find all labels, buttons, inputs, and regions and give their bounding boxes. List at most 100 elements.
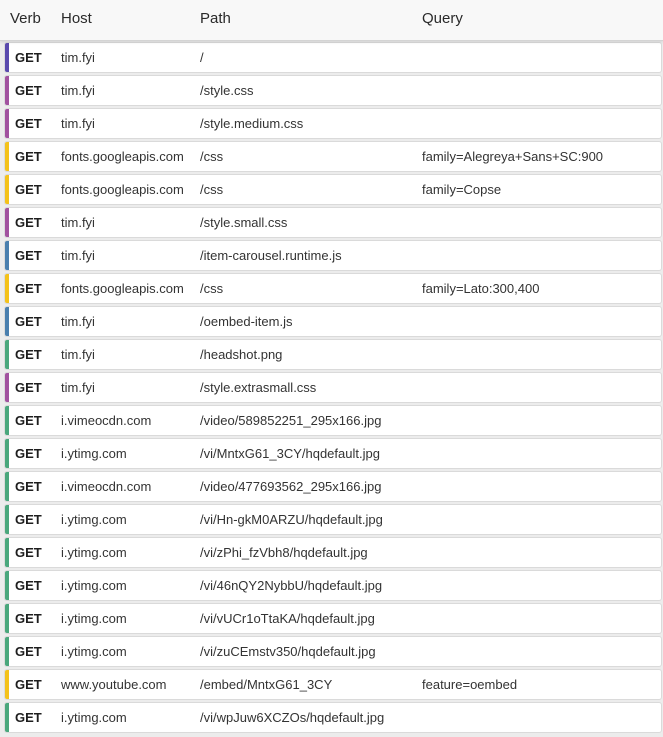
host-cell: i.ytimg.com xyxy=(61,446,127,461)
host-cell: tim.fyi xyxy=(61,248,95,263)
table-row[interactable]: GET tim.fyi/style.medium.css xyxy=(5,109,661,138)
host-cell: www.youtube.com xyxy=(61,677,167,692)
resource-type-indicator xyxy=(5,142,9,171)
verb-cell: GET xyxy=(15,149,42,164)
column-header-path[interactable]: Path xyxy=(200,10,231,27)
resource-type-indicator xyxy=(5,472,9,501)
verb-cell: GET xyxy=(15,116,42,131)
table-row[interactable]: GET tim.fyi/oembed-item.js xyxy=(5,307,661,336)
resource-type-indicator xyxy=(5,307,9,336)
path-cell: /vi/zPhi_fzVbh8/hqdefault.jpg xyxy=(200,545,368,560)
host-cell: tim.fyi xyxy=(61,116,95,131)
verb-cell: GET xyxy=(15,446,42,461)
host-cell: tim.fyi xyxy=(61,347,95,362)
table-row[interactable]: GET tim.fyi/headshot.png xyxy=(5,340,661,369)
table-row[interactable]: GET i.ytimg.com/vi/MntxG61_3CY/hqdefault.… xyxy=(5,439,661,468)
path-cell: /vi/Hn-gkM0ARZU/hqdefault.jpg xyxy=(200,512,383,527)
table-row[interactable]: GET i.ytimg.com/vi/zuCEmstv350/hqdefault.… xyxy=(5,637,661,666)
verb-cell: GET xyxy=(15,512,42,527)
column-header-verb[interactable]: Verb xyxy=(10,10,41,27)
host-cell: tim.fyi xyxy=(61,314,95,329)
path-cell: /oembed-item.js xyxy=(200,314,293,329)
query-cell: family=Lato:300,400 xyxy=(422,281,540,296)
table-row[interactable]: GET i.ytimg.com/vi/vUCr1oTtaKA/hqdefault.… xyxy=(5,604,661,633)
path-cell: /style.medium.css xyxy=(200,116,304,131)
path-cell: /vi/zuCEmstv350/hqdefault.jpg xyxy=(200,644,376,659)
resource-type-indicator xyxy=(5,208,9,237)
verb-cell: GET xyxy=(15,380,42,395)
host-cell: i.ytimg.com xyxy=(61,644,127,659)
table-row[interactable]: GET tim.fyi / xyxy=(5,43,661,72)
verb-cell: GET xyxy=(15,347,42,362)
resource-type-indicator xyxy=(5,340,9,369)
resource-type-indicator xyxy=(5,373,9,402)
host-cell: tim.fyi xyxy=(61,380,95,395)
resource-type-indicator xyxy=(5,76,9,105)
host-cell: fonts.googleapis.com xyxy=(61,281,184,296)
verb-cell: GET xyxy=(15,413,42,428)
path-cell: /video/589852251_295x166.jpg xyxy=(200,413,382,428)
table-row[interactable]: GET i.vimeocdn.com/video/589852251_295x16… xyxy=(5,406,661,435)
host-cell: i.ytimg.com xyxy=(61,512,127,527)
query-cell: family=Alegreya+Sans+SC:900 xyxy=(422,149,604,164)
table-row[interactable]: GET i.ytimg.com/vi/wpJuw6XCZOs/hqdefault.… xyxy=(5,703,661,732)
table-row[interactable]: GET tim.fyi/style.css xyxy=(5,76,661,105)
verb-cell: GET xyxy=(15,314,42,329)
path-cell: /style.css xyxy=(200,83,254,98)
host-cell: tim.fyi xyxy=(61,215,95,230)
column-header-query[interactable]: Query xyxy=(422,10,463,27)
table-row[interactable]: GET fonts.googleapis.com/css family=Alegre… xyxy=(5,142,661,171)
path-cell: /video/477693562_295x166.jpg xyxy=(200,479,382,494)
path-cell: /item-carousel.runtime.js xyxy=(200,248,342,263)
resource-type-indicator xyxy=(5,274,9,303)
path-cell: /vi/wpJuw6XCZOs/hqdefault.jpg xyxy=(200,710,385,725)
verb-cell: GET xyxy=(15,50,42,65)
path-cell: /css xyxy=(200,182,224,197)
path-cell: /css xyxy=(200,149,224,164)
path-cell: /headshot.png xyxy=(200,347,283,362)
host-cell: i.ytimg.com xyxy=(61,710,127,725)
verb-cell: GET xyxy=(15,644,42,659)
column-header-host[interactable]: Host xyxy=(61,10,92,27)
table-row[interactable]: GET tim.fyi/style.extrasmall.css xyxy=(5,373,661,402)
resource-type-indicator xyxy=(5,637,9,666)
resource-type-indicator xyxy=(5,670,9,699)
verb-cell: GET xyxy=(15,215,42,230)
resource-type-indicator xyxy=(5,703,9,732)
table-row[interactable]: GET tim.fyi/item-carousel.runtime.js xyxy=(5,241,661,270)
resource-type-indicator xyxy=(5,175,9,204)
verb-cell: GET xyxy=(15,248,42,263)
host-cell: tim.fyi xyxy=(61,83,95,98)
verb-cell: GET xyxy=(15,182,42,197)
host-cell: i.vimeocdn.com xyxy=(61,479,152,494)
table-row[interactable]: GET i.ytimg.com/vi/Hn-gkM0ARZU/hqdefault.… xyxy=(5,505,661,534)
path-cell: / xyxy=(200,50,204,65)
path-cell: /vi/vUCr1oTtaKA/hqdefault.jpg xyxy=(200,611,375,626)
host-cell: fonts.googleapis.com xyxy=(61,149,184,164)
host-cell: i.ytimg.com xyxy=(61,611,127,626)
resource-type-indicator xyxy=(5,571,9,600)
query-cell: family=Copse xyxy=(422,182,502,197)
verb-cell: GET xyxy=(15,479,42,494)
verb-cell: GET xyxy=(15,611,42,626)
path-cell: /style.extrasmall.css xyxy=(200,380,317,395)
table-row[interactable]: GET i.vimeocdn.com/video/477693562_295x16… xyxy=(5,472,661,501)
path-cell: /vi/46nQY2NybbU/hqdefault.jpg xyxy=(200,578,383,593)
path-cell: /embed/MntxG61_3CY xyxy=(200,677,333,692)
host-cell: i.vimeocdn.com xyxy=(61,413,152,428)
host-cell: tim.fyi xyxy=(61,50,95,65)
path-cell: /vi/MntxG61_3CY/hqdefault.jpg xyxy=(200,446,380,461)
verb-cell: GET xyxy=(15,710,42,725)
verb-cell: GET xyxy=(15,83,42,98)
resource-type-indicator xyxy=(5,439,9,468)
path-cell: /css xyxy=(200,281,224,296)
resource-type-indicator xyxy=(5,604,9,633)
resource-type-indicator xyxy=(5,43,9,72)
